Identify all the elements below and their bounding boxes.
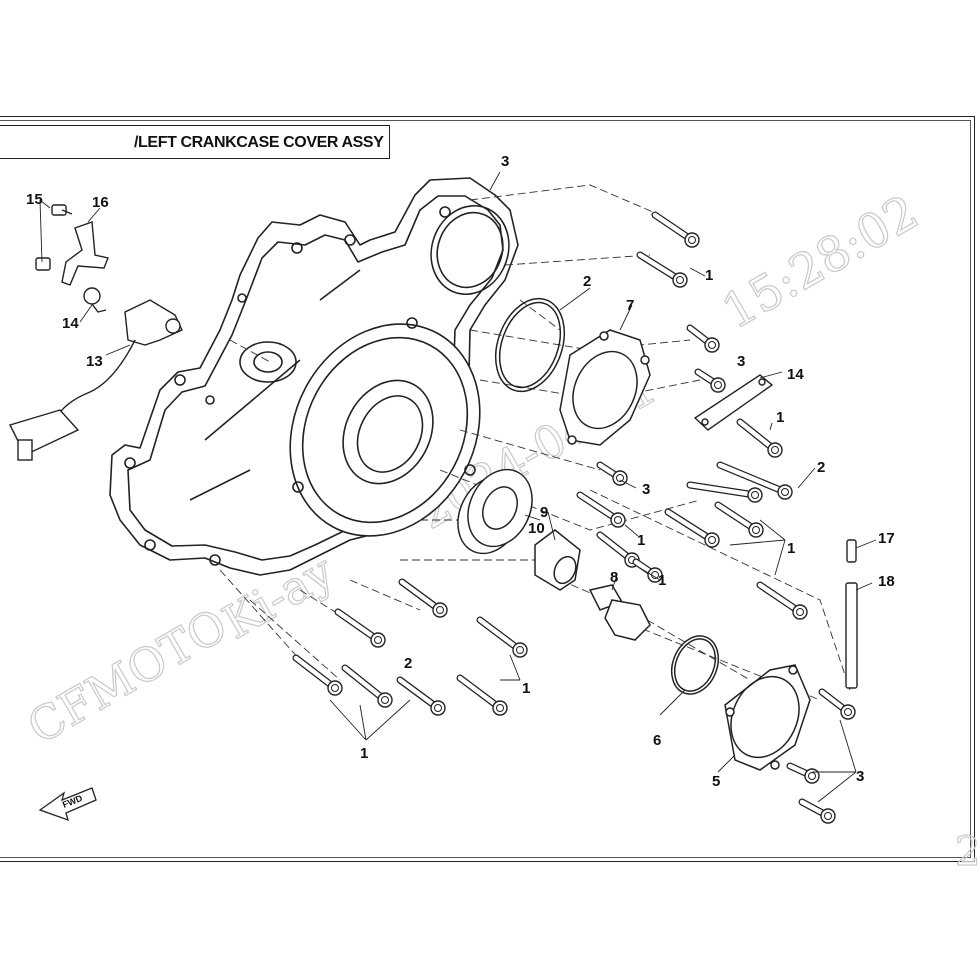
callout-label: 3 (737, 353, 745, 370)
callout-label: 1 (360, 745, 368, 762)
bolt (456, 674, 508, 716)
callout-label: 14 (787, 366, 804, 383)
bolt (664, 508, 720, 548)
callout-label: 2 (404, 655, 412, 672)
bolt (632, 558, 663, 583)
callout-label: 1 (787, 540, 795, 557)
bolt (396, 676, 446, 716)
bolt (686, 481, 763, 503)
callout-label: 1 (705, 267, 713, 284)
bolt (818, 688, 856, 720)
sensor-illustration (9, 287, 183, 461)
o-ring-part-5 (670, 635, 720, 695)
callout-label: 8 (610, 569, 618, 586)
bolt (398, 578, 448, 618)
bolt-set (292, 211, 856, 824)
callout-label: 1 (522, 680, 530, 697)
bolt (576, 491, 626, 528)
watermark-brand: CFMOTO (19, 598, 237, 755)
callout-labels: 3 2 7 14 1 3 1 2 3 1 1 1 9 10 8 6 5 3 17… (26, 153, 895, 790)
callout-label: 13 (86, 353, 103, 370)
callout-label: 10 (528, 520, 545, 537)
callout-label: 2 (817, 459, 825, 476)
page-title: /LEFT CRANKCASE COVER ASSY (134, 134, 384, 151)
callout-label: 1 (776, 409, 784, 426)
o-ring-part-10 (494, 297, 566, 393)
bearing-part-8 (457, 468, 533, 555)
callout-label: 6 (653, 732, 661, 749)
callout-label: 2 (583, 273, 591, 290)
bolt (596, 461, 628, 486)
bolt (651, 211, 700, 248)
bolt (716, 461, 793, 500)
bolt (686, 324, 720, 353)
callout-label: 7 (626, 297, 634, 314)
bolt (341, 664, 393, 708)
title-box: /LEFT CRANKCASE COVER ASSY (0, 125, 390, 159)
callout-label: 16 (92, 194, 109, 211)
bolt (736, 418, 783, 458)
gasket-part-16 (693, 374, 774, 431)
callout-label: 5 (712, 773, 720, 790)
watermark-timestamp: 15:28:02 (713, 184, 928, 340)
bolt (756, 581, 808, 620)
bolt (694, 368, 726, 393)
callout-label: 14 (62, 315, 79, 332)
callout-label: 1 (658, 572, 666, 589)
cover-part-9 (559, 329, 651, 446)
bushing-part-7 (534, 529, 581, 591)
callout-label: 3 (642, 481, 650, 498)
plug-part-6 (588, 584, 651, 641)
cover-part-4 (724, 664, 811, 771)
bolt (334, 608, 386, 648)
bolt (596, 531, 640, 568)
drawing-frame (0, 116, 975, 862)
callout-label: 1 (637, 532, 645, 549)
watermark-corner-digit: 2 (955, 829, 980, 875)
forward-direction-arrow: FWD (38, 787, 97, 822)
callout-label: 9 (540, 504, 548, 521)
drawing-frame-inner (0, 120, 971, 858)
callout-label: 15 (26, 191, 43, 208)
callout-leaders (39, 171, 877, 803)
bracket-illustration (35, 204, 109, 286)
bolt (714, 501, 764, 538)
callout-label: 3 (501, 153, 509, 170)
pin-parts-17-18 (845, 539, 858, 689)
bolt (476, 616, 528, 658)
bolt (636, 251, 688, 288)
bolt (292, 654, 343, 696)
bolt (786, 762, 820, 784)
callout-label: 17 (878, 530, 895, 547)
callout-label: 18 (878, 573, 895, 590)
bolt (798, 798, 836, 824)
callout-label: 3 (856, 768, 864, 785)
crankcase-cover-illustration (109, 177, 519, 576)
